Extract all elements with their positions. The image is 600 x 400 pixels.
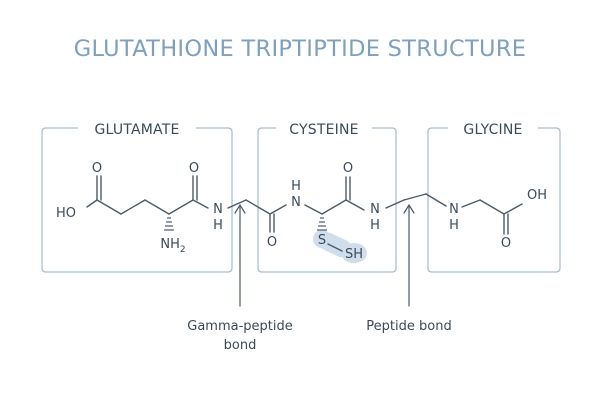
glutamate-box bbox=[41, 127, 233, 273]
atom-glu-carboxyl-o: O bbox=[92, 161, 102, 176]
atom-cys-s: S bbox=[318, 233, 326, 248]
stereo-hash-bond-glutamate bbox=[164, 217, 174, 231]
peptide-bond-label: Peptide bond bbox=[366, 319, 451, 334]
atom-link-n1: N bbox=[213, 202, 223, 217]
cysteine-box bbox=[257, 127, 397, 273]
residue-label-glutamate: GLUTAMATE bbox=[94, 122, 179, 138]
atom-gly-o: O bbox=[501, 236, 511, 251]
bond-skeleton bbox=[86, 175, 523, 252]
atom-gly-h: H bbox=[449, 218, 459, 233]
atom-cys-o-bottom: O bbox=[267, 235, 277, 250]
atom-glu-ho: HO bbox=[56, 206, 76, 221]
atom-cys-h: H bbox=[291, 179, 301, 194]
residue-label-cysteine: CYSTEINE bbox=[289, 122, 358, 138]
diagram-title: GLUTATHIONE TRIPTIPTIDE STRUCTURE bbox=[73, 36, 527, 62]
annotation-arrows bbox=[234, 203, 415, 307]
residue-label-glycine: GLYCINE bbox=[463, 122, 522, 138]
atom-link-h1: H bbox=[213, 218, 223, 233]
atom-gly-oh: OH bbox=[527, 188, 547, 203]
gamma-peptide-bond-label-line1: Gamma-peptide bbox=[187, 319, 293, 334]
atom-glu-amide-o: O bbox=[189, 161, 199, 176]
atom-cys-o-top: O bbox=[343, 161, 353, 176]
atom-cys-sh: SH bbox=[345, 247, 363, 262]
atom-glu-amine: NH2 bbox=[160, 237, 185, 255]
atom-gly-n: N bbox=[449, 202, 459, 217]
atom-link-n2: N bbox=[370, 202, 380, 217]
atom-cys-n: N bbox=[291, 195, 301, 210]
glycine-box bbox=[427, 127, 561, 273]
sulfur-highlight bbox=[313, 230, 367, 263]
atom-link-h2: H bbox=[370, 218, 380, 233]
stereo-hash-bond-cysteine bbox=[317, 217, 327, 231]
gamma-peptide-bond-label-line2: bond bbox=[224, 338, 257, 353]
